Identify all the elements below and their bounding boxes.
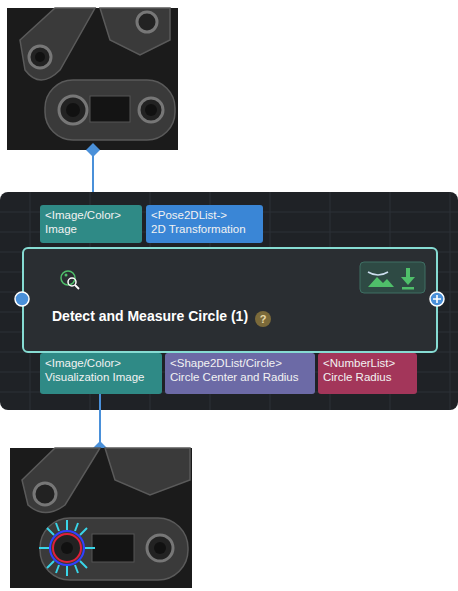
port-name: Circle Radius: [323, 370, 412, 384]
input-image: [7, 8, 178, 150]
port-name: Image: [45, 222, 137, 236]
port-type: <Image/Color>: [45, 356, 157, 370]
output-port: <Image/Color>Visualization Image: [40, 353, 162, 394]
input-port: <Pose2DList->2D Transformation: [146, 205, 263, 243]
step-box: Detect and Measure Circle (1): [22, 247, 438, 353]
output-port: <Shape2DList/Circle>Circle Center and Ra…: [165, 353, 315, 394]
port-type: <Shape2DList/Circle>: [170, 356, 310, 370]
output-port: <NumberList>Circle Radius: [318, 353, 417, 394]
input-port: <Image/Color>Image: [40, 205, 142, 243]
port-name: 2D Transformation: [151, 222, 258, 236]
port-name: Visualization Image: [45, 370, 157, 384]
port-type: <Image/Color>: [45, 208, 137, 222]
output-image: [10, 448, 192, 588]
port-name: Circle Center and Radius: [170, 370, 310, 384]
port-type: <NumberList>: [323, 356, 412, 370]
help-icon: ?: [255, 311, 271, 327]
step-title: Detect and Measure Circle (1): [52, 308, 248, 324]
port-type: <Pose2DList->: [151, 208, 258, 222]
